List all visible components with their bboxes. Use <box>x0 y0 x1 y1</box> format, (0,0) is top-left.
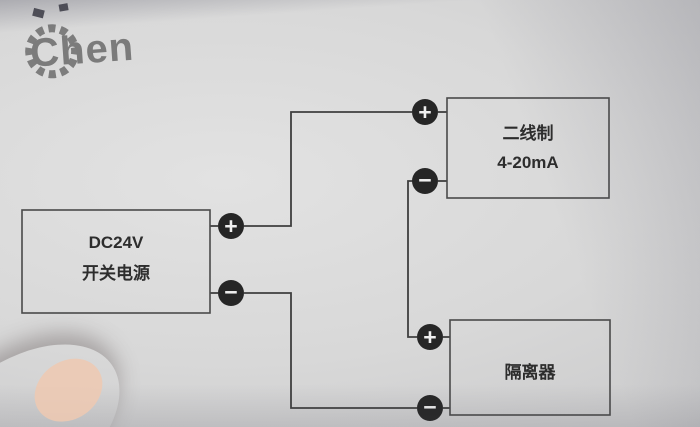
print-mark-2 <box>58 3 69 12</box>
terminal-power-plus: + <box>218 213 244 239</box>
logo-swirl-icon <box>25 24 80 79</box>
terminal-isolator-minus: − <box>417 394 443 421</box>
chen-logo: Chen <box>25 24 136 79</box>
power-supply-label-line1: DC24V <box>89 233 144 252</box>
terminal-circle <box>412 99 438 125</box>
power-supply-box: DC24V 开关电源 <box>21 209 211 314</box>
fingernail <box>22 345 115 427</box>
terminal-power-minus: − <box>218 279 244 306</box>
terminal-circle <box>412 168 438 194</box>
plus-icon: + <box>423 324 436 350</box>
transmitter-label-line1: 二线制 <box>503 123 554 143</box>
power-supply-label-line2: 开关电源 <box>82 263 150 283</box>
chen-logo-text: Chen <box>29 25 136 76</box>
minus-icon: − <box>418 167 431 193</box>
wire-series-link <box>407 180 417 338</box>
terminal-transmitter-plus: + <box>412 99 438 125</box>
isolator-box: 隔离器 <box>449 319 611 416</box>
minus-icon: − <box>224 279 237 305</box>
terminal-isolator-plus: + <box>417 324 443 350</box>
wire-positive <box>244 111 412 227</box>
terminal-circle <box>218 213 244 239</box>
print-mark-1 <box>32 7 45 19</box>
terminal-circle <box>417 395 443 421</box>
isolator-label: 隔离器 <box>505 362 557 382</box>
terminal-circle <box>218 280 244 306</box>
wire-negative <box>244 292 417 409</box>
plus-icon: + <box>224 213 237 239</box>
wires <box>210 111 450 409</box>
transmitter-box: 二线制 4-20mA <box>446 97 610 199</box>
transmitter-box-outline <box>446 97 610 199</box>
terminal-transmitter-minus: − <box>412 167 438 194</box>
minus-icon: − <box>423 394 436 420</box>
transmitter-label-line2: 4-20mA <box>497 153 558 172</box>
terminal-circle <box>417 324 443 350</box>
plus-icon: + <box>418 99 431 125</box>
power-supply-box-outline <box>21 209 211 314</box>
isolator-box-outline <box>449 319 611 416</box>
